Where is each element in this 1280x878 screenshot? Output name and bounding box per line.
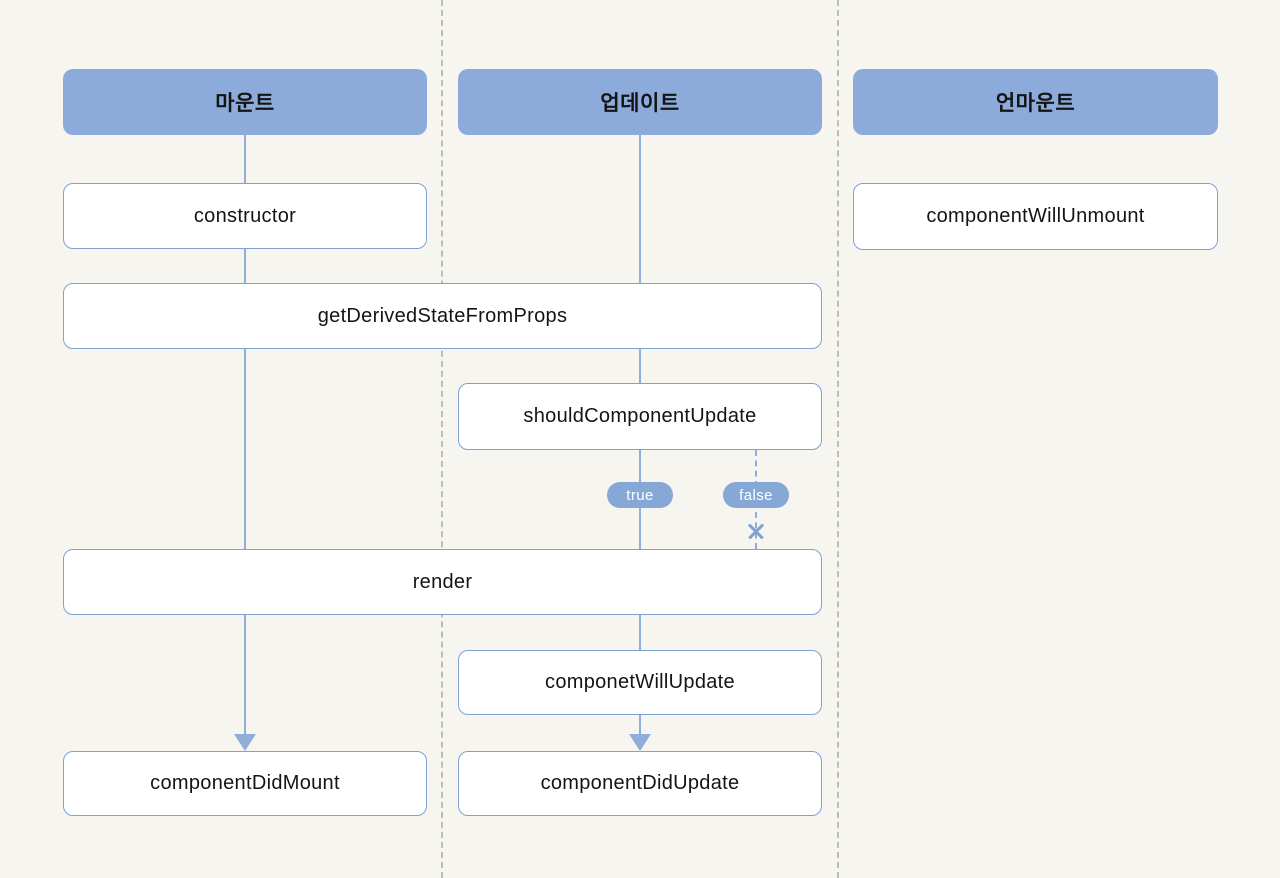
mount-flow-line	[244, 135, 246, 736]
node-componentDidMount: componentDidMount	[63, 751, 427, 816]
header-unmount: 언마운트	[853, 69, 1218, 135]
header-mount: 마운트	[63, 69, 427, 135]
node-shouldComponentUpdate: shouldComponentUpdate	[458, 383, 822, 450]
false-branch-badge: false	[723, 482, 789, 508]
node-componentDidUpdate: componentDidUpdate	[458, 751, 822, 816]
column-divider-update-unmount	[837, 0, 839, 878]
node-render: render	[63, 549, 822, 615]
stop-x-icon	[747, 522, 765, 540]
true-branch-badge: true	[607, 482, 673, 508]
column-divider-mount-update	[441, 0, 443, 878]
node-getDerivedStateFromProps: getDerivedStateFromProps	[63, 283, 822, 349]
arrow-to-componentDidUpdate	[629, 734, 651, 751]
node-componetWillUpdate: componetWillUpdate	[458, 650, 822, 715]
header-update: 업데이트	[458, 69, 822, 135]
node-constructor: constructor	[63, 183, 427, 249]
arrow-to-componentDidMount	[234, 734, 256, 751]
node-componentWillUnmount: componentWillUnmount	[853, 183, 1218, 250]
